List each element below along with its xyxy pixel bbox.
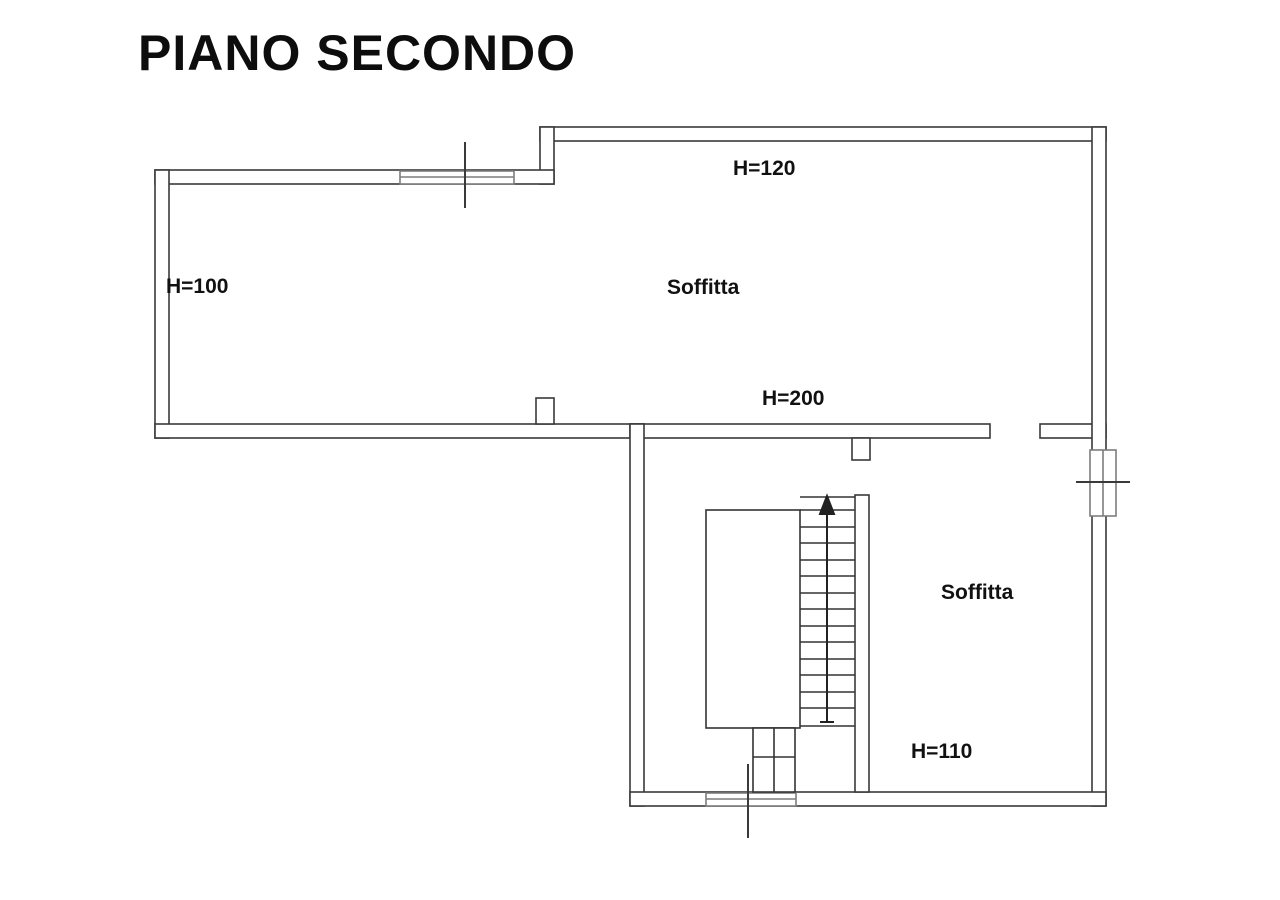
window-symbol-right (1076, 449, 1130, 517)
height-label-h110: H=110 (911, 740, 973, 763)
room-label-soffitta-lower: Soffitta (941, 581, 1014, 604)
plan-title: PIANO SECONDO (138, 25, 577, 81)
height-label-h120: H=120 (733, 157, 796, 180)
staircase (705, 496, 855, 729)
window-symbol-top (399, 142, 515, 208)
window-symbol-bottom (705, 764, 797, 838)
duct-cells (752, 727, 796, 793)
plan-walls (154, 126, 1107, 807)
height-label-h100: H=100 (166, 275, 229, 298)
stair-arrow-icon (818, 493, 836, 723)
height-label-h200: H=200 (762, 387, 825, 410)
stairwell-void (705, 509, 801, 729)
room-label-soffitta-upper: Soffitta (667, 276, 740, 299)
